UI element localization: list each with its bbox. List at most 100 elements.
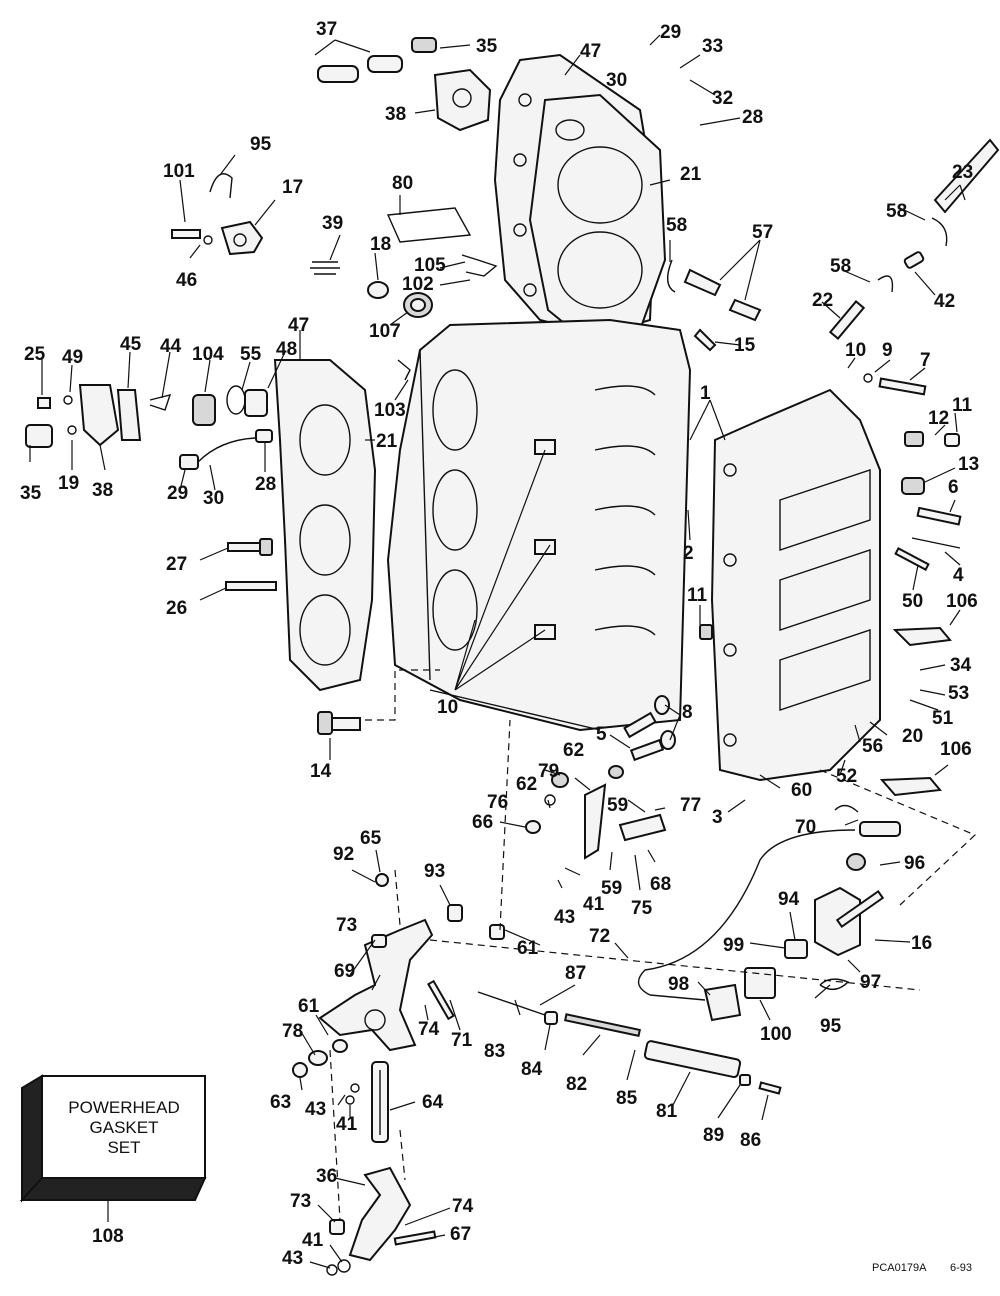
part-label-105: 105 [414,255,446,276]
part-label-97: 97 [860,972,881,993]
part-label-25: 25 [24,344,46,365]
cylinder-head-left [273,359,377,692]
part-label-30: 30 [606,70,627,91]
part-label-12: 12 [928,408,949,429]
part-label-43: 43 [282,1248,303,1269]
part-label-17: 17 [282,177,303,198]
part-label-32: 32 [712,88,733,109]
part-label-75: 75 [631,898,653,919]
part-label-47: 47 [580,41,601,62]
part-label-52: 52 [836,766,857,787]
part-label-19: 19 [58,473,79,494]
part-label-103: 103 [374,400,406,421]
part-label-6: 6 [948,477,959,498]
part-label-74: 74 [452,1196,474,1217]
part-label-62: 62 [563,740,584,761]
hoses [667,138,1000,352]
part-label-58: 58 [830,256,851,277]
part-label-106: 106 [946,591,978,612]
part-label-63: 63 [270,1092,291,1113]
part-label-73: 73 [290,1191,311,1212]
part-label-10: 10 [845,340,866,361]
part-label-68: 68 [650,874,671,895]
part-label-85: 85 [616,1088,638,1109]
part-label-56: 56 [862,736,883,757]
part-label-107: 107 [369,321,401,342]
part-label-21: 21 [376,431,398,452]
part-label-61: 61 [298,996,320,1017]
part-label-1: 1 [700,383,711,404]
part-label-70: 70 [795,817,816,838]
sensor-cluster [171,173,264,256]
crankcase-right-half [710,388,881,782]
part-label-59: 59 [601,878,622,899]
part-label-86: 86 [740,1130,761,1151]
part-label-102: 102 [402,274,434,295]
drawing-date: 6-93 [950,1262,972,1274]
left-bolts [37,395,361,735]
part-label-36: 36 [316,1166,337,1187]
part-label-98: 98 [668,974,689,995]
part-label-41: 41 [302,1230,324,1251]
part-label-28: 28 [742,107,763,128]
cable-bracket [637,804,901,1022]
part-label-27: 27 [166,554,187,575]
part-label-51: 51 [932,708,954,729]
part-label-57: 57 [752,222,773,243]
part-number-labels: 37 35 47 29 33 30 32 28 38 95 101 17 80 … [20,19,979,1269]
part-label-74: 74 [418,1019,440,1040]
part-label-50: 50 [902,591,923,612]
part-label-20: 20 [902,726,923,747]
throttle-linkage [292,695,782,1276]
part-label-21: 21 [680,164,702,185]
part-label-108: 108 [92,1226,124,1247]
part-label-16: 16 [911,933,932,954]
part-label-83: 83 [484,1041,505,1062]
part-label-14: 14 [310,761,332,782]
part-label-7: 7 [920,350,931,371]
part-label-11: 11 [952,395,973,416]
part-label-44: 44 [160,336,182,357]
part-label-41: 41 [583,894,605,915]
part-label-77: 77 [680,795,701,816]
part-label-81: 81 [656,1101,678,1122]
part-label-100: 100 [760,1024,792,1045]
part-label-84: 84 [521,1059,543,1080]
part-label-49: 49 [62,347,83,368]
part-label-48: 48 [276,339,297,360]
part-label-104: 104 [192,344,224,365]
part-label-41: 41 [336,1114,358,1135]
part-label-89: 89 [703,1125,724,1146]
part-label-37: 37 [316,19,337,40]
part-label-106: 106 [940,739,972,760]
part-label-10: 10 [437,697,458,718]
part-label-29: 29 [167,483,188,504]
part-label-8: 8 [682,702,693,723]
right-side-fasteners [699,373,962,797]
part-label-5: 5 [596,724,607,745]
part-label-58: 58 [886,201,907,222]
part-label-42: 42 [934,291,955,312]
part-label-96: 96 [904,853,925,874]
part-label-60: 60 [791,780,812,801]
part-label-15: 15 [734,335,756,356]
part-label-29: 29 [660,22,681,43]
part-label-30: 30 [203,488,224,509]
part-label-43: 43 [554,907,575,928]
part-label-35: 35 [476,36,498,57]
reference-lines [329,669,977,1221]
part-label-78: 78 [282,1021,303,1042]
leader-lines [29,34,966,1269]
part-label-58: 58 [666,215,687,236]
part-label-53: 53 [948,683,969,704]
part-label-47: 47 [288,315,309,336]
gasket-box-line-1: POWERHEAD [68,1098,179,1117]
part-label-23: 23 [952,162,973,183]
part-label-59: 59 [607,795,628,816]
part-label-66: 66 [472,812,493,833]
part-label-72: 72 [589,926,610,947]
crankcase-block [386,318,692,732]
part-label-93: 93 [424,861,445,882]
part-label-71: 71 [451,1030,473,1051]
